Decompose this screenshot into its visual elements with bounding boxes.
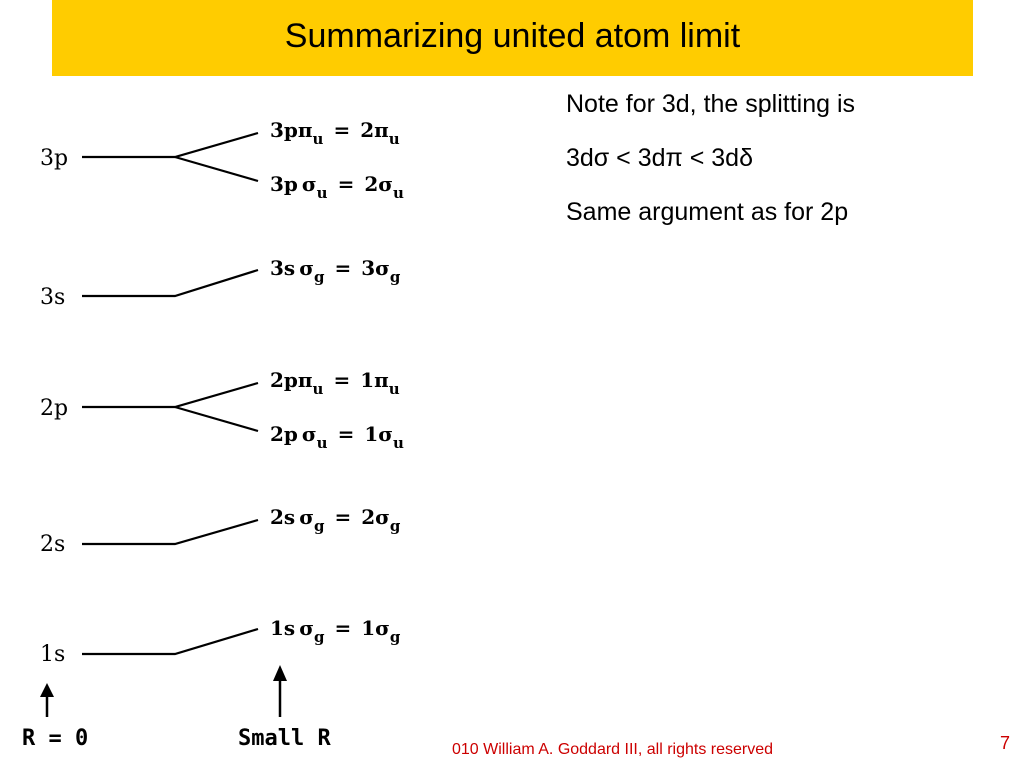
branch-line-3p-pi xyxy=(82,131,259,159)
page-number: 7 xyxy=(1000,733,1011,753)
title-bar: Summarizing united atom limit xyxy=(52,0,973,76)
mo-label-3p-pi: 3pπu=2πu xyxy=(270,118,400,148)
left-axis-label: R = 0 xyxy=(22,726,88,751)
branch-line-3s xyxy=(82,268,259,298)
arrow-up-icon xyxy=(273,665,287,717)
mo-label-2p-pi: 2pπu=1πu xyxy=(270,368,400,398)
note-line-2: 3dσ < 3dπ < 3dδ xyxy=(566,144,753,172)
branch-line-2s xyxy=(82,518,259,546)
note-panel: Note for 3d, the splitting is 3dσ < 3dπ … xyxy=(566,88,996,250)
atomic-label-3p: 3p xyxy=(40,146,68,171)
arrow-up-icon xyxy=(40,683,54,717)
branch-line-2p-pi xyxy=(82,381,259,409)
atomic-label-2p: 2p xyxy=(40,396,68,421)
branch-line-1s xyxy=(82,627,259,656)
right-axis-label: Small R xyxy=(238,726,331,751)
branch-line-3p-sigma xyxy=(174,155,259,183)
note-line-3: Same argument as for 2p xyxy=(566,198,849,226)
atomic-label-1s: 1s xyxy=(40,642,65,667)
note-line-1: Note for 3d, the splitting is xyxy=(566,90,856,118)
atomic-label-3s: 3s xyxy=(40,285,65,310)
atomic-label-2s: 2s xyxy=(40,532,65,557)
slide-title: Summarizing united atom limit xyxy=(284,16,741,55)
branch-line-2p-sigma xyxy=(174,405,259,433)
copyright-footer: 010 William A. Goddard III, all rights r… xyxy=(452,741,774,758)
